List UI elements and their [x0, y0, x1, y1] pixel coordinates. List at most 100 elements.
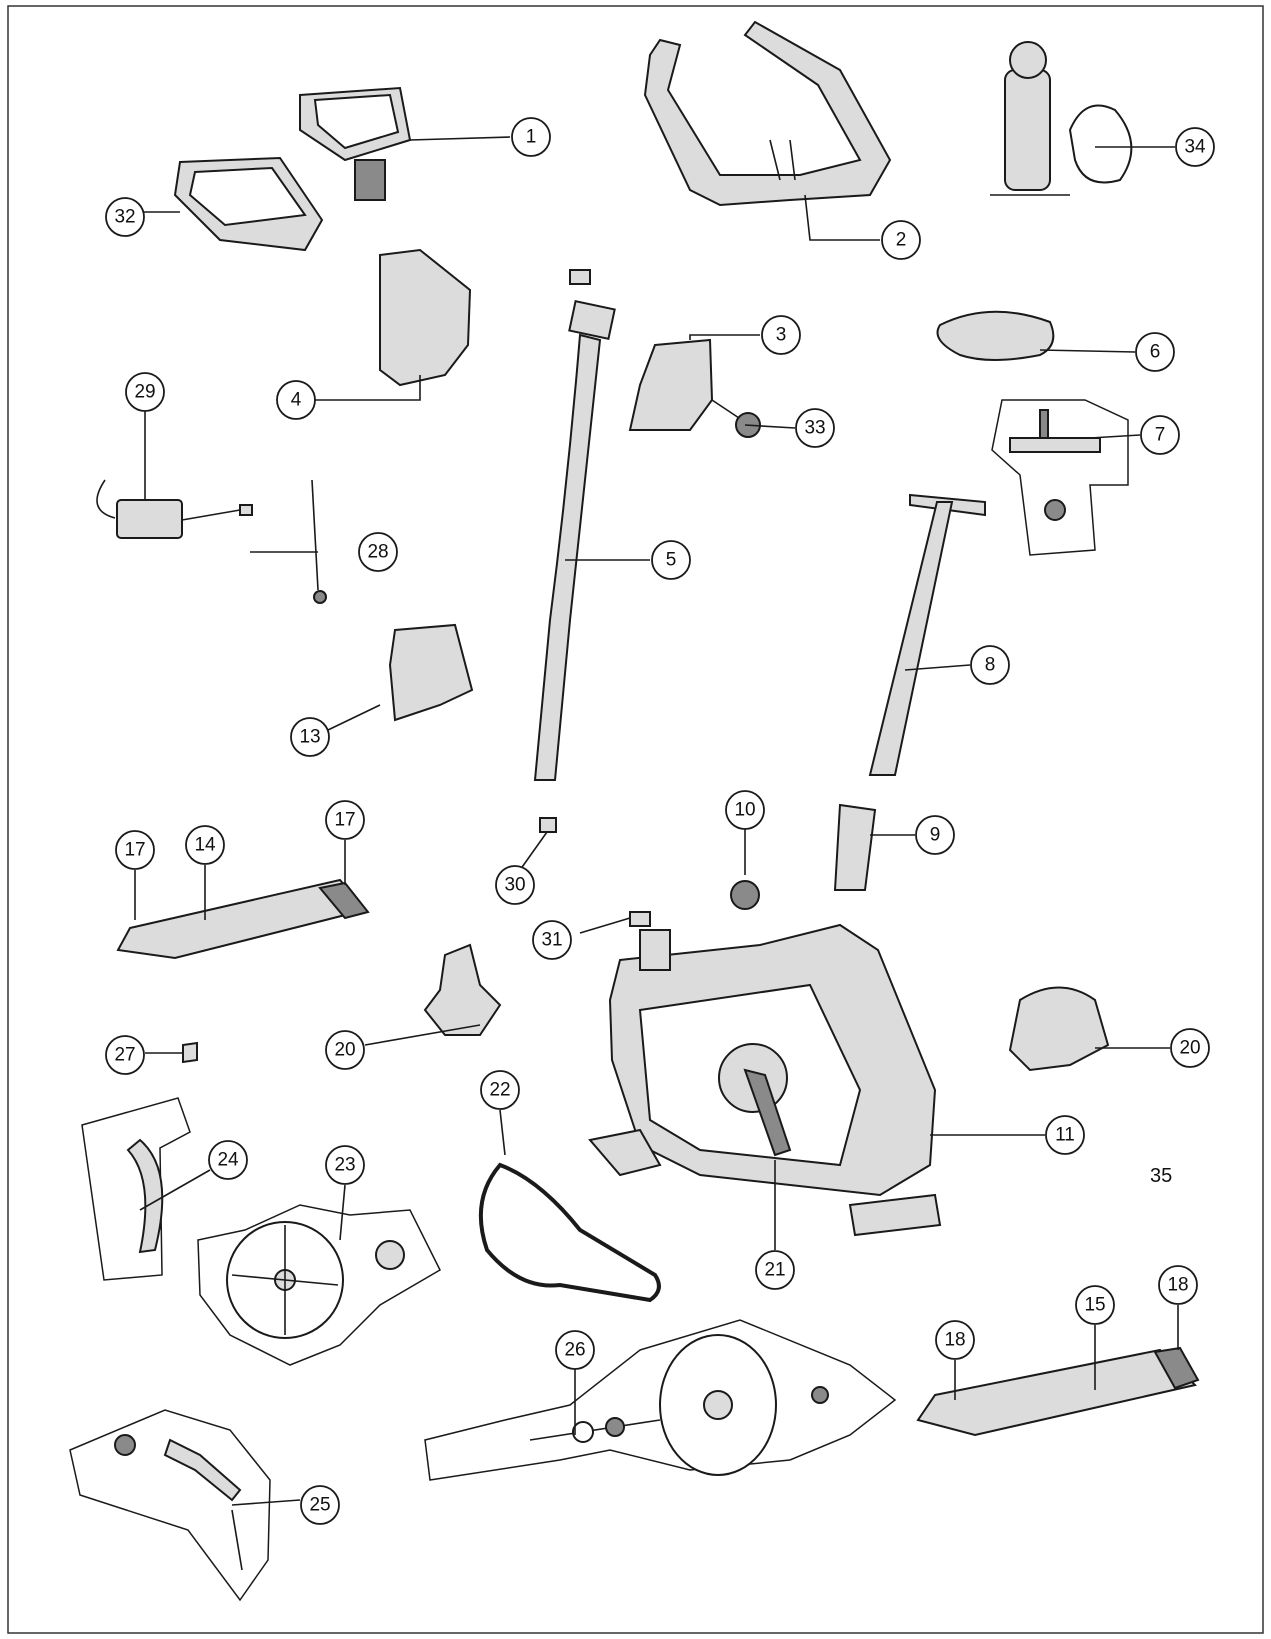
- part-knob-33: [711, 399, 761, 438]
- callout-label: 26: [564, 1340, 585, 1361]
- callout-label: 7: [1155, 425, 1166, 446]
- callout-label: 17: [334, 810, 355, 831]
- callout-label: 5: [666, 550, 677, 571]
- callout-label: 9: [930, 825, 941, 846]
- standalone-label: 35: [1150, 1165, 1172, 1187]
- callout-label: 27: [114, 1045, 135, 1066]
- callout-label: 32: [114, 207, 135, 228]
- callout-label: 8: [985, 655, 996, 676]
- part-brake-magnet: [81, 1097, 191, 1281]
- callout-label: 18: [1167, 1275, 1188, 1296]
- callout: 24: [208, 1140, 248, 1180]
- callouts: 1 2 3 4 5 6 7 8 9 10 11 13 14 15 17 17 1…: [105, 117, 1215, 1525]
- part-crank-axle: [424, 1319, 897, 1481]
- callout: 29: [125, 372, 165, 412]
- part-cover-13: [388, 623, 474, 722]
- part-sleeve: [833, 803, 877, 891]
- part-saddle: [936, 310, 1055, 361]
- callout: 9: [915, 815, 955, 855]
- callout: 15: [1075, 1285, 1115, 1325]
- part-adapter: [96, 479, 253, 539]
- callout: 32: [105, 197, 145, 237]
- callout-label: 6: [1150, 342, 1161, 363]
- part-knob-10: [730, 880, 760, 910]
- part-console: [299, 86, 412, 201]
- part-pedal-right: [1008, 986, 1110, 1072]
- callout-label: 15: [1084, 1295, 1105, 1316]
- callout: 17: [115, 830, 155, 870]
- callout: 21: [755, 1250, 795, 1290]
- callout-label: 14: [194, 835, 216, 856]
- callout-label: 11: [1055, 1125, 1075, 1146]
- callout-label: 17: [124, 840, 145, 861]
- part-main-frame: [588, 923, 942, 1237]
- callout: 30: [495, 865, 535, 905]
- callout-label: 33: [804, 418, 825, 439]
- callout: 23: [325, 1145, 365, 1185]
- callout-label: 28: [367, 542, 388, 563]
- callout-label: 4: [291, 390, 302, 411]
- part-main-tube: [533, 269, 616, 833]
- callout-label: 20: [334, 1040, 355, 1061]
- callout: 33: [795, 408, 835, 448]
- callout-leaders: [134, 136, 1179, 1506]
- part-flywheel: [197, 1204, 441, 1366]
- part-pedal-left: [423, 943, 502, 1036]
- part-cover-3: [628, 338, 714, 431]
- callout-label: 1: [526, 127, 537, 148]
- part-idler-arm: [69, 1409, 271, 1602]
- callout: 20: [1170, 1028, 1210, 1068]
- callout: 18: [935, 1320, 975, 1360]
- part-handlebar: [643, 20, 892, 207]
- part-bracket-27: [182, 1041, 198, 1064]
- callout-label: 30: [504, 875, 525, 896]
- callout: 8: [970, 645, 1010, 685]
- callout-label: 20: [1179, 1038, 1200, 1059]
- callout-label: 29: [134, 382, 155, 403]
- callout: 4: [276, 380, 316, 420]
- callout: 1: [511, 117, 551, 157]
- callout: 18: [1158, 1265, 1198, 1305]
- callout-label: 2: [896, 230, 907, 251]
- callout-label: 13: [299, 727, 320, 748]
- part-sensor-31: [629, 911, 651, 927]
- part-seat-post: [868, 493, 986, 776]
- callout-label: 25: [309, 1495, 330, 1516]
- part-console-cover: [173, 156, 324, 252]
- callout-label: 23: [334, 1155, 355, 1176]
- callout: 14: [185, 825, 225, 865]
- callout: 5: [651, 540, 691, 580]
- callout: 10: [725, 790, 765, 830]
- part-saddle-slider: [991, 399, 1129, 556]
- callout: 11: [1045, 1115, 1085, 1155]
- callout: 31: [532, 920, 572, 960]
- callout: 28: [358, 532, 398, 572]
- callout: 3: [761, 315, 801, 355]
- part-hardware-bag: [990, 41, 1133, 196]
- callout: 17: [325, 800, 365, 840]
- callout: 22: [480, 1070, 520, 1110]
- callout-label: 10: [734, 800, 755, 821]
- callout-label: 22: [489, 1080, 510, 1101]
- part-front-stabilizer: [116, 878, 370, 960]
- callout-label: 18: [944, 1330, 965, 1351]
- callout: 34: [1175, 127, 1215, 167]
- callout-label: 34: [1184, 137, 1206, 158]
- callout-label: 21: [764, 1260, 785, 1281]
- callout: 7: [1140, 415, 1180, 455]
- callout: 25: [300, 1485, 340, 1525]
- callout: 6: [1135, 332, 1175, 372]
- callout: 2: [881, 220, 921, 260]
- callout: 27: [105, 1035, 145, 1075]
- callout: 26: [555, 1330, 595, 1370]
- part-cover-4: [379, 248, 472, 387]
- callout-label: 24: [217, 1150, 239, 1171]
- part-belt: [478, 1162, 661, 1303]
- part-cable-28: [311, 479, 327, 604]
- callout: 13: [290, 717, 330, 757]
- diagram-border: [7, 5, 1264, 1634]
- part-rear-stabilizer: [916, 1346, 1200, 1437]
- callout-label: 3: [776, 325, 787, 346]
- callout: 20: [325, 1030, 365, 1070]
